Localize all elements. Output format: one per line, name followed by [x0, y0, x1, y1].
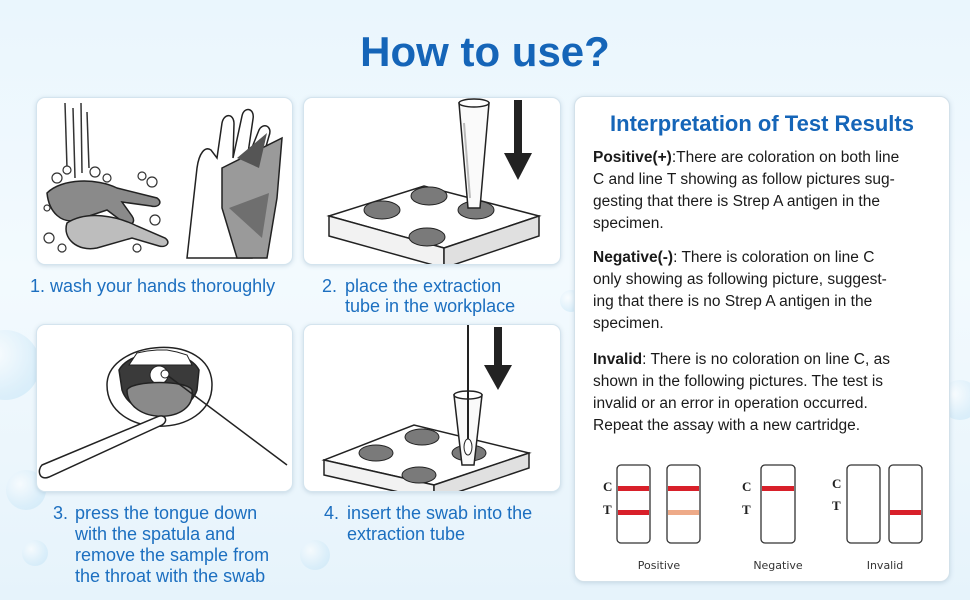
line-t-label: T: [832, 498, 841, 513]
page-title: How to use?: [360, 28, 610, 75]
results-heading: Interpretation of Test Results: [610, 111, 914, 136]
line-t-label: T: [742, 502, 751, 517]
paragraph-line: Positive(+):There are coloration on both…: [593, 147, 933, 169]
positive-paragraph: Positive(+):There are coloration on both…: [593, 147, 933, 235]
test-strip-diagram: C T Positive C T Negative C T Invalid: [603, 464, 923, 572]
step-3-caption: 3. press the tongue down with the spatul…: [53, 503, 293, 589]
step-text-line: remove the sample from: [75, 545, 270, 565]
bg-bubble: [300, 540, 330, 570]
step-text-line: place the extraction: [345, 276, 502, 296]
paragraph-line: specimen.: [593, 315, 664, 332]
step-2-caption: 2. place the extraction tube in the work…: [322, 276, 552, 320]
line-t-label: T: [603, 502, 612, 517]
label-invalid: Invalid: [867, 559, 904, 572]
paragraph-line: only showing as following picture, sugge…: [593, 271, 887, 288]
paragraph-line: C and line T showing as follow pictures …: [593, 171, 895, 188]
step-4-caption: 4. insert the swab into the extraction t…: [324, 503, 559, 547]
label-positive: Positive: [638, 559, 681, 572]
step-text-line: tube in the workplace: [345, 296, 516, 316]
t-line-mark: [668, 510, 699, 515]
paragraph-line: Negative(-): There is coloration on line…: [593, 247, 933, 269]
strip-invalid-1: [846, 464, 881, 544]
bg-bubble: [22, 540, 48, 566]
step-1-image: [36, 97, 293, 265]
step-number: 4.: [324, 503, 340, 523]
positive-term: Positive(+): [593, 149, 672, 166]
strip-positive-2: [666, 464, 701, 544]
step-number: 2.: [322, 276, 338, 296]
step-text-line: with the spatula and: [75, 524, 236, 544]
paragraph-text: :There are coloration on both line: [671, 149, 900, 166]
c-line-mark: [618, 486, 649, 491]
step-4-image: [303, 324, 561, 492]
step-text-line: insert the swab into the: [347, 503, 533, 523]
paragraph-line: gesting that there is Strep A antigen in…: [593, 193, 880, 210]
step-text-line: wash your hands thoroughly: [50, 276, 276, 296]
step-text-line: press the tongue down: [75, 503, 258, 523]
paragraph-line: ing that there is no Strep A antigen in …: [593, 293, 873, 310]
line-c-label: C: [742, 479, 751, 494]
results-card: Interpretation of Test Results Positive(…: [574, 96, 950, 582]
step-text-line: the throat with the swab: [75, 566, 266, 586]
step-2-image: [303, 97, 561, 265]
strip-negative: [760, 464, 796, 544]
bg-bubble: [0, 330, 40, 400]
paragraph-line: invalid or an error in operation occurre…: [593, 395, 868, 412]
step-number: 1.: [30, 276, 46, 296]
paragraph-line: Repeat the assay with a new cartridge.: [593, 417, 861, 434]
t-line-mark: [618, 510, 649, 515]
c-line-mark: [668, 486, 699, 491]
invalid-term: Invalid: [593, 351, 643, 368]
negative-paragraph: Negative(-): There is coloration on line…: [593, 247, 933, 335]
strip-invalid-2: [888, 464, 923, 544]
line-c-label: C: [603, 479, 612, 494]
paragraph-text: : There is coloration on line C: [673, 249, 875, 266]
label-negative: Negative: [753, 559, 803, 572]
paragraph-line: Invalid: There is no coloration on line …: [593, 349, 933, 371]
t-line-mark: [890, 510, 921, 515]
negative-term: Negative(-): [593, 249, 674, 266]
step-3-image: [36, 324, 293, 492]
paragraph-line: shown in the following pictures. The tes…: [593, 373, 884, 390]
step-text-line: extraction tube: [347, 524, 466, 544]
strip-positive-1: [616, 464, 651, 544]
step-number: 3.: [53, 503, 69, 523]
c-line-mark: [762, 486, 794, 491]
step-1-caption: 1. wash your hands thoroughly: [30, 276, 305, 298]
paragraph-line: specimen.: [593, 215, 664, 232]
invalid-paragraph: Invalid: There is no coloration on line …: [593, 349, 933, 437]
line-c-label: C: [832, 476, 841, 491]
paragraph-text: : There is no coloration on line C, as: [642, 351, 890, 368]
